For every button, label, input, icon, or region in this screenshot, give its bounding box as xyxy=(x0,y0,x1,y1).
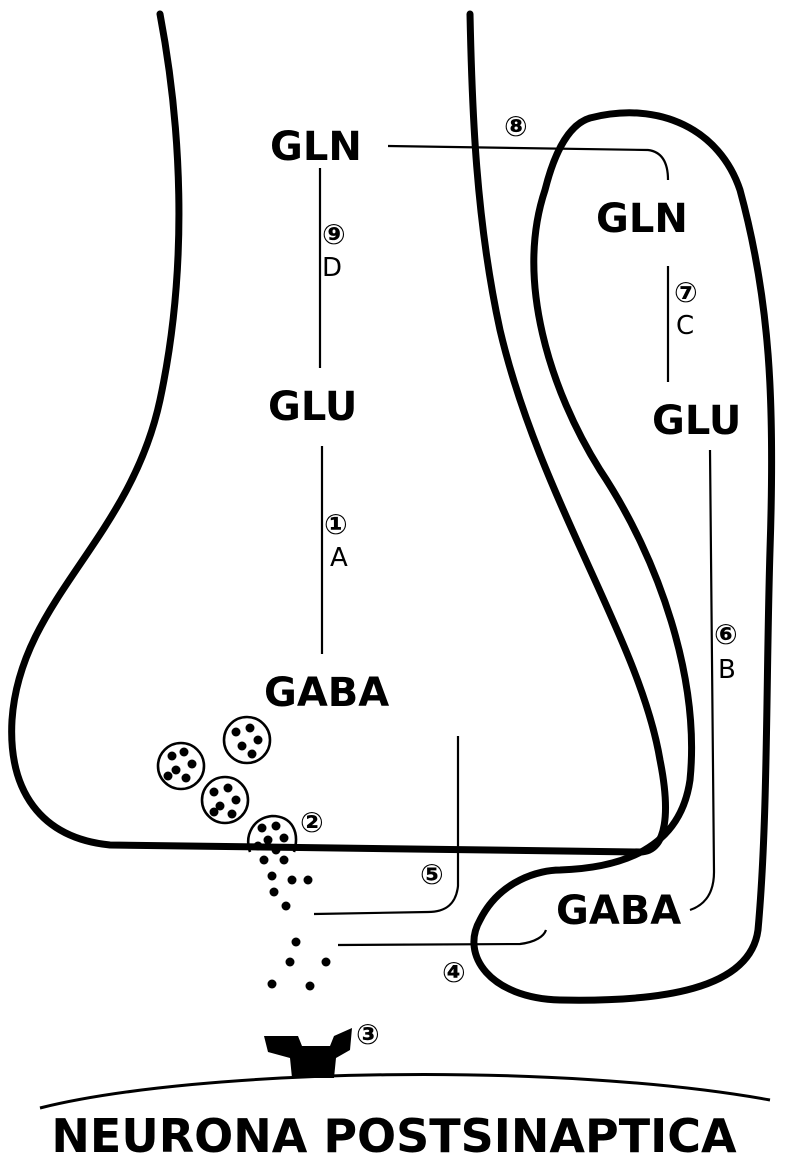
path-glu-gaba-glia xyxy=(690,450,714,910)
receptor xyxy=(264,1028,352,1078)
enzyme-a-label: A xyxy=(330,543,348,573)
enzyme-d-label: D xyxy=(322,253,342,283)
glu-neuron-label: GLU xyxy=(268,384,357,430)
step-6-label: ⑥ xyxy=(714,618,738,651)
path-uptake-glia xyxy=(338,930,546,945)
enzyme-c-label: C xyxy=(676,311,694,341)
glu-glia-label: GLU xyxy=(652,398,741,444)
enzyme-b-label: B xyxy=(718,655,736,685)
step-8-label: ⑧ xyxy=(504,110,528,143)
glial-cell-outline xyxy=(474,113,772,1000)
step-4-label: ④ xyxy=(442,956,466,989)
step-9-label: ⑨ xyxy=(322,218,346,251)
postsynaptic-neuron-caption: NEURONA POSTSINAPTICA xyxy=(51,1109,737,1163)
vesicle xyxy=(158,743,204,789)
step-3-label: ③ xyxy=(356,1018,380,1051)
vesicle xyxy=(224,717,270,763)
path-gln-transfer xyxy=(388,146,668,180)
vesicle xyxy=(202,777,248,823)
gln-neuron-label: GLN xyxy=(270,124,362,170)
gln-glia-label: GLN xyxy=(596,196,688,242)
step-1-label: ① xyxy=(324,508,348,541)
step-7-label: ⑦ xyxy=(674,276,698,309)
step-5-label: ⑤ xyxy=(420,858,444,891)
gaba-neuron-label: GABA xyxy=(264,670,389,716)
gaba-glia-label: GABA xyxy=(556,888,681,934)
postsynaptic-membrane xyxy=(40,1075,770,1108)
released-gaba-molecules xyxy=(260,856,331,991)
step-2-label: ② xyxy=(300,806,324,839)
